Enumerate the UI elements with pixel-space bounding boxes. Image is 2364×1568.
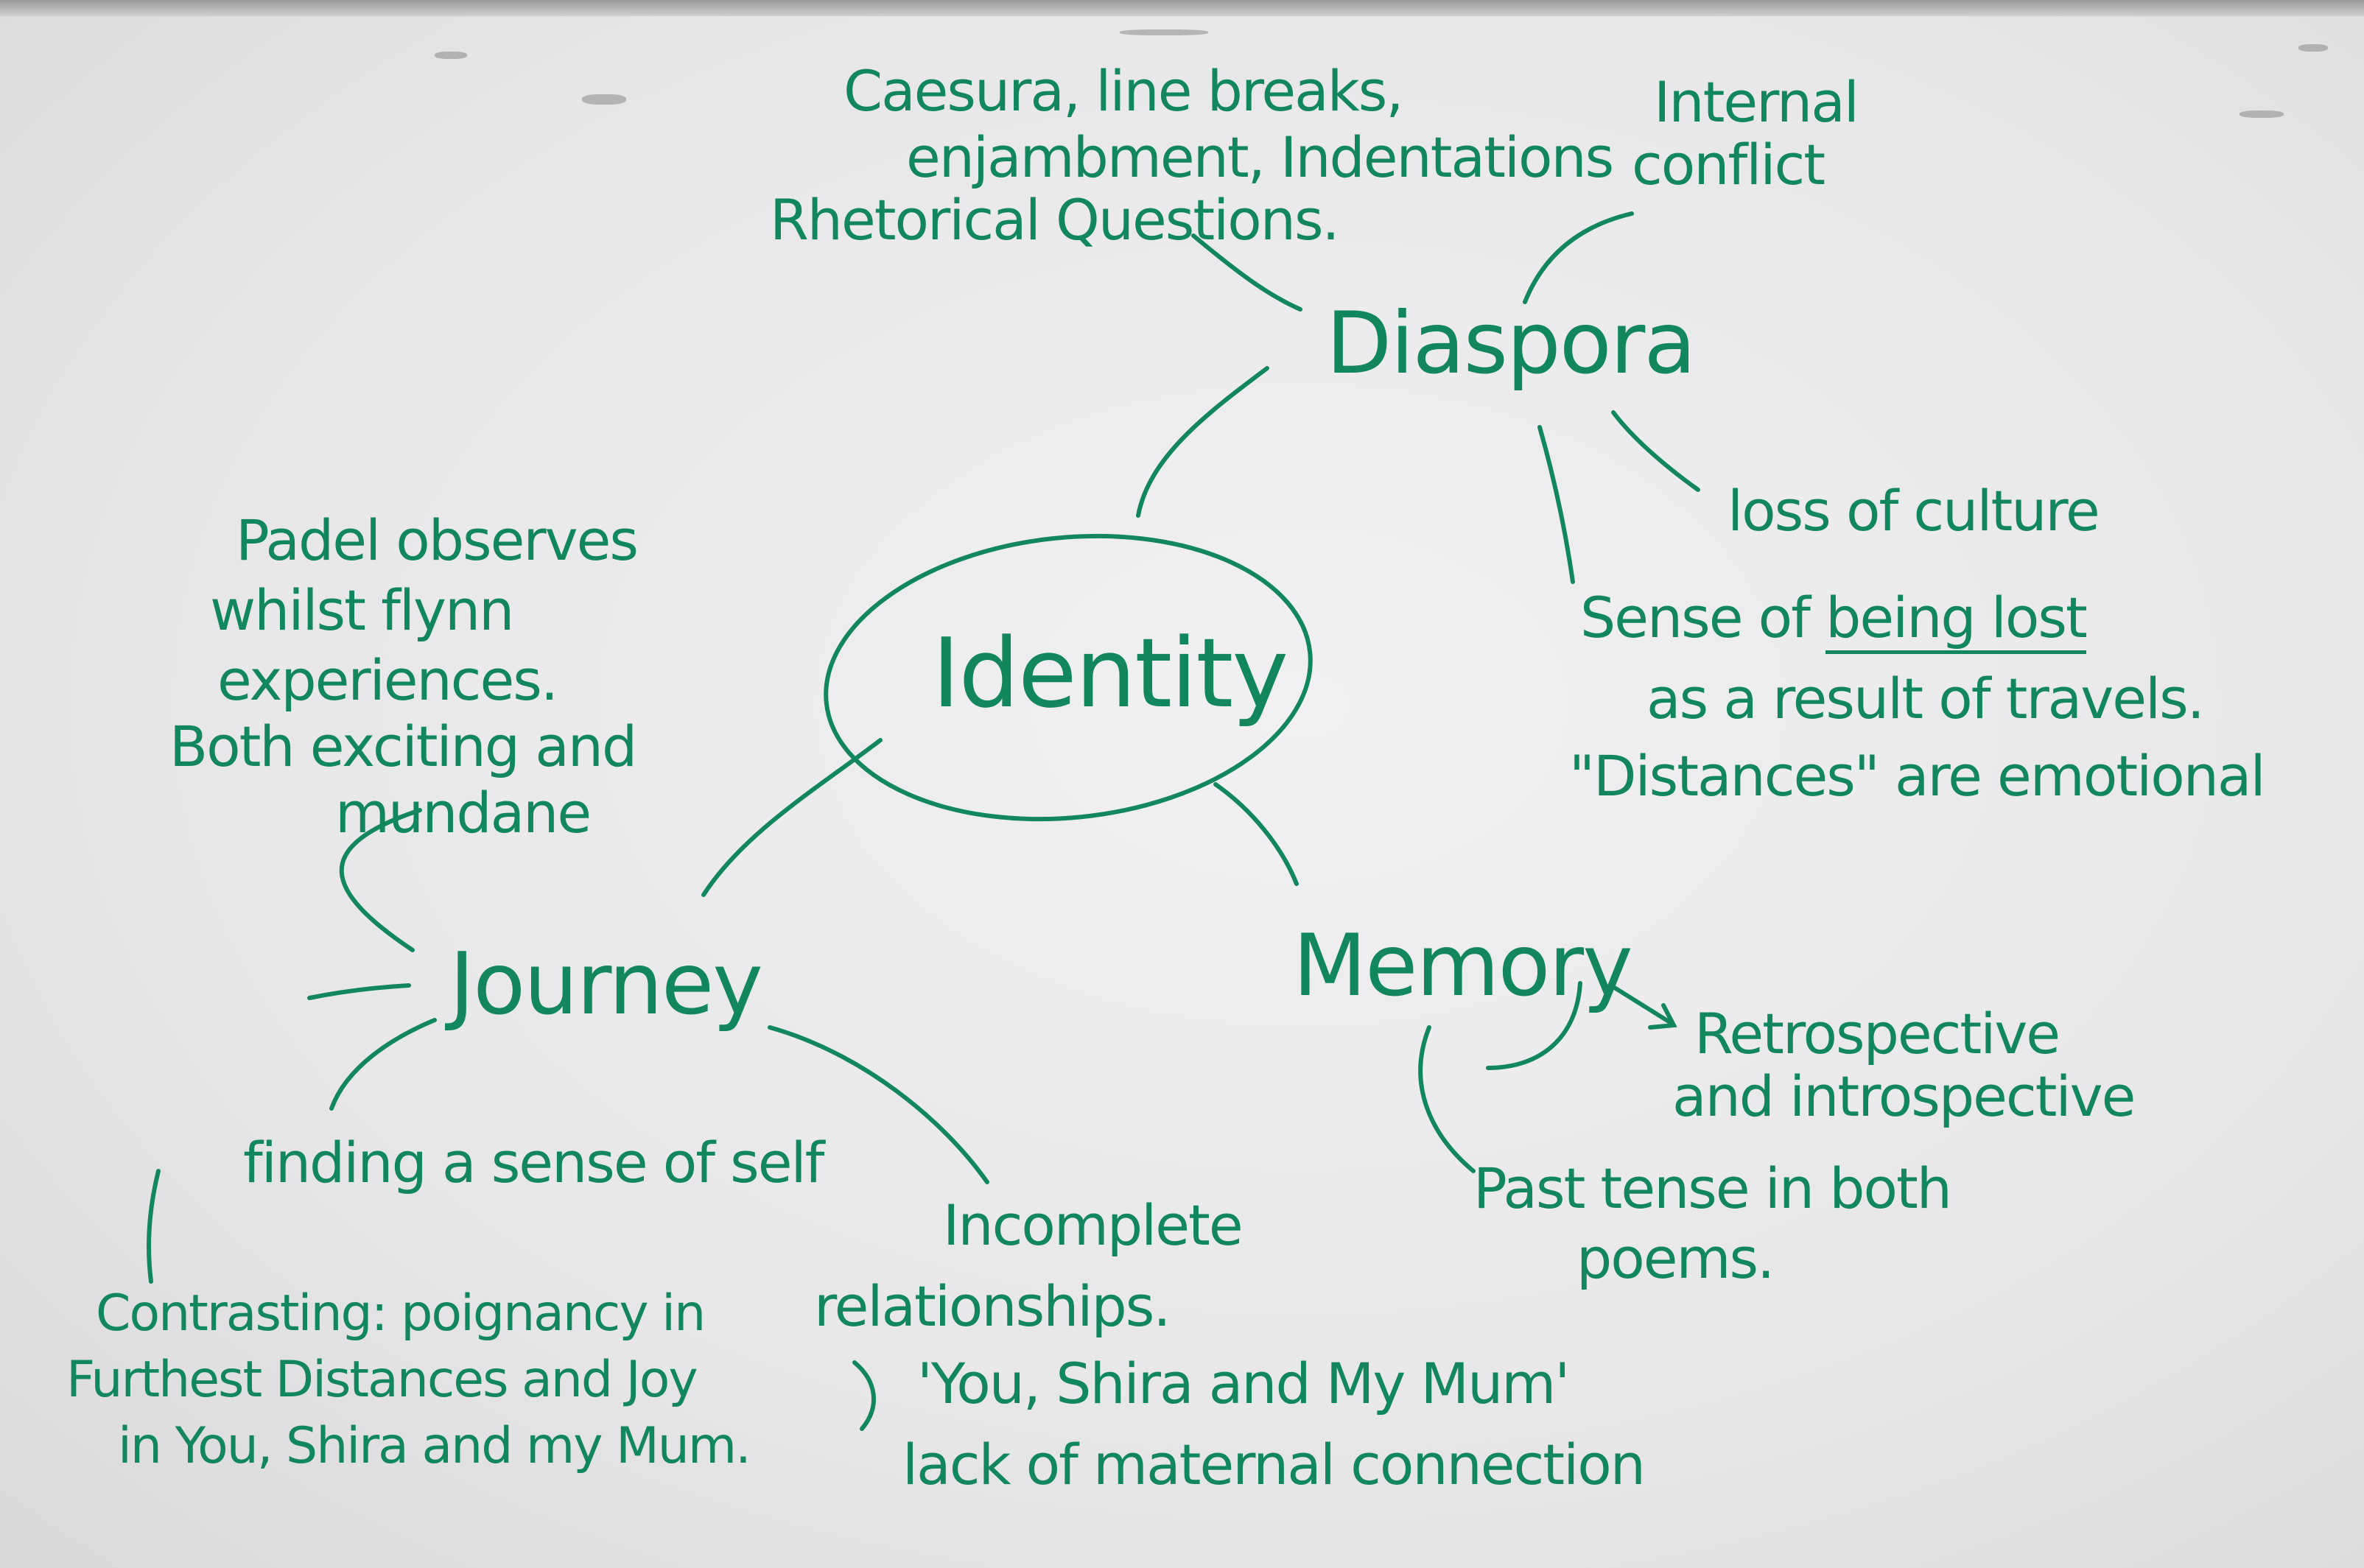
lost-emphasis: being lost — [1825, 585, 2088, 654]
contrast-line: Contrasting: poignancy in — [96, 1284, 706, 1343]
connector-memory-past — [1418, 1025, 1476, 1173]
smudge — [1120, 29, 1208, 35]
padel-line: experiences. — [217, 647, 558, 713]
bracket-mark — [852, 1360, 876, 1431]
smudge — [2298, 44, 2328, 52]
padel-line: Both exciting and — [169, 714, 637, 779]
smudge — [582, 94, 626, 105]
contrast-line: in You, Shira and my Mum. — [118, 1417, 751, 1475]
connector-diaspora-lost — [1537, 425, 1575, 584]
journey-label: Journey — [449, 935, 763, 1034]
connector-journey-self — [329, 1018, 437, 1111]
lost-line: Sense of being lost — [1580, 585, 2088, 654]
arrow-head-retro — [1648, 1003, 1677, 1030]
techniques-line: enjambment, Indentations — [906, 124, 1614, 190]
connector-memory-hook — [1486, 981, 1582, 1070]
padel-line: whilst flynn — [210, 577, 514, 643]
diaspora-label: Diaspora — [1326, 294, 1696, 393]
loss-of-culture-note: loss of culture — [1728, 478, 2100, 544]
connector-journey-stub — [307, 983, 411, 1000]
incomplete-line: Incomplete — [943, 1192, 1244, 1258]
identity-label: Identity — [932, 617, 1288, 729]
connector-diaspora-internal — [1523, 211, 1634, 304]
finding-self-note: finding a sense of self — [243, 1130, 824, 1195]
connector-diaspora-loss — [1611, 410, 1700, 492]
connector-identity-diaspora — [1136, 366, 1269, 518]
lost-line: as a result of travels. — [1646, 666, 2205, 731]
padel-line: Padel observes — [236, 507, 639, 573]
lost-line: "Distances" are emotional — [1569, 743, 2266, 809]
past-line: poems. — [1576, 1226, 1775, 1291]
past-line: Past tense in both — [1473, 1156, 1952, 1221]
connector-journey-padel — [339, 808, 422, 952]
retro-line: and introspective — [1672, 1064, 2136, 1129]
identity-ellipse — [824, 533, 1313, 822]
connector-memory-retro — [1611, 985, 1674, 1026]
incomplete-line: lack of maternal connection — [902, 1432, 1646, 1497]
padel-line: mundane — [335, 780, 592, 845]
internal-line: Internal — [1654, 69, 1859, 135]
smudge — [435, 52, 467, 59]
techniques-line: Caesura, line breaks, — [843, 58, 1404, 124]
contrast-line: Furthest Distances and Joy — [66, 1351, 698, 1409]
connector-diaspora-techniques — [1191, 233, 1302, 312]
connector-identity-memory — [1213, 782, 1299, 886]
smudge — [2240, 110, 2284, 118]
connector-journey-contrast — [147, 1169, 161, 1284]
connector-journey-incomplete — [768, 1025, 989, 1184]
retro-line: Retrospective — [1694, 1001, 2060, 1066]
internal-line: conflict — [1632, 132, 1825, 197]
incomplete-line: 'You, Shira and My Mum' — [917, 1351, 1570, 1416]
whiteboard-frame — [0, 0, 2364, 16]
incomplete-line: relationships. — [814, 1273, 1171, 1339]
techniques-line: Rhetorical Questions. — [770, 187, 1340, 253]
memory-label: Memory — [1293, 916, 1633, 1016]
lost-prefix: Sense of — [1580, 585, 1826, 650]
connector-identity-journey — [701, 738, 883, 897]
